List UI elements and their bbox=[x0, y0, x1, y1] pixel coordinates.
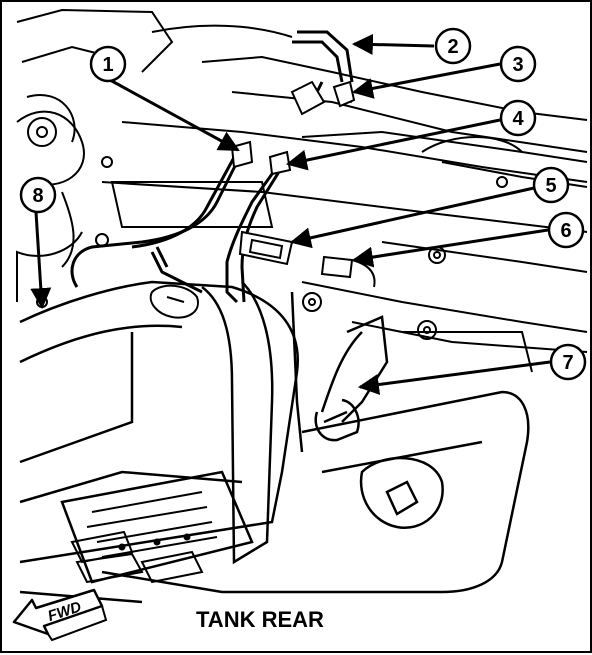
tank-strap bbox=[201, 281, 304, 565]
callout-4: 4 bbox=[499, 99, 537, 137]
svg-text:7: 7 bbox=[562, 352, 573, 374]
fuel-tank bbox=[19, 280, 530, 604]
svg-text:8: 8 bbox=[32, 185, 43, 207]
leader-8 bbox=[30, 211, 52, 310]
svg-text:5: 5 bbox=[545, 175, 556, 197]
leader-4 bbox=[285, 118, 501, 171]
svg-text:3: 3 bbox=[512, 54, 523, 76]
svg-text:1: 1 bbox=[102, 54, 113, 76]
svg-text:4: 4 bbox=[512, 108, 524, 130]
leader-7 bbox=[357, 360, 551, 395]
leader-1 bbox=[109, 78, 240, 152]
fwd-arrow-icon: FWD bbox=[12, 588, 108, 642]
callout-5: 5 bbox=[532, 166, 570, 204]
callout-6: 6 bbox=[547, 211, 585, 249]
svg-text:6: 6 bbox=[560, 220, 571, 242]
callout-1: 1 bbox=[89, 45, 127, 83]
leader-arrows bbox=[30, 33, 551, 395]
callout-8: 8 bbox=[19, 176, 57, 214]
svg-text:2: 2 bbox=[447, 36, 458, 58]
callout-3: 3 bbox=[499, 45, 537, 83]
callout-2: 2 bbox=[434, 27, 472, 65]
callout-7: 7 bbox=[549, 343, 587, 381]
filler-hose bbox=[314, 315, 389, 442]
leader-3 bbox=[351, 62, 501, 99]
tank-ribs bbox=[70, 491, 218, 584]
diagram-caption: TANK REAR bbox=[196, 607, 324, 632]
leader-6 bbox=[351, 228, 549, 268]
leader-5 bbox=[289, 186, 535, 249]
leader-2 bbox=[351, 33, 435, 55]
